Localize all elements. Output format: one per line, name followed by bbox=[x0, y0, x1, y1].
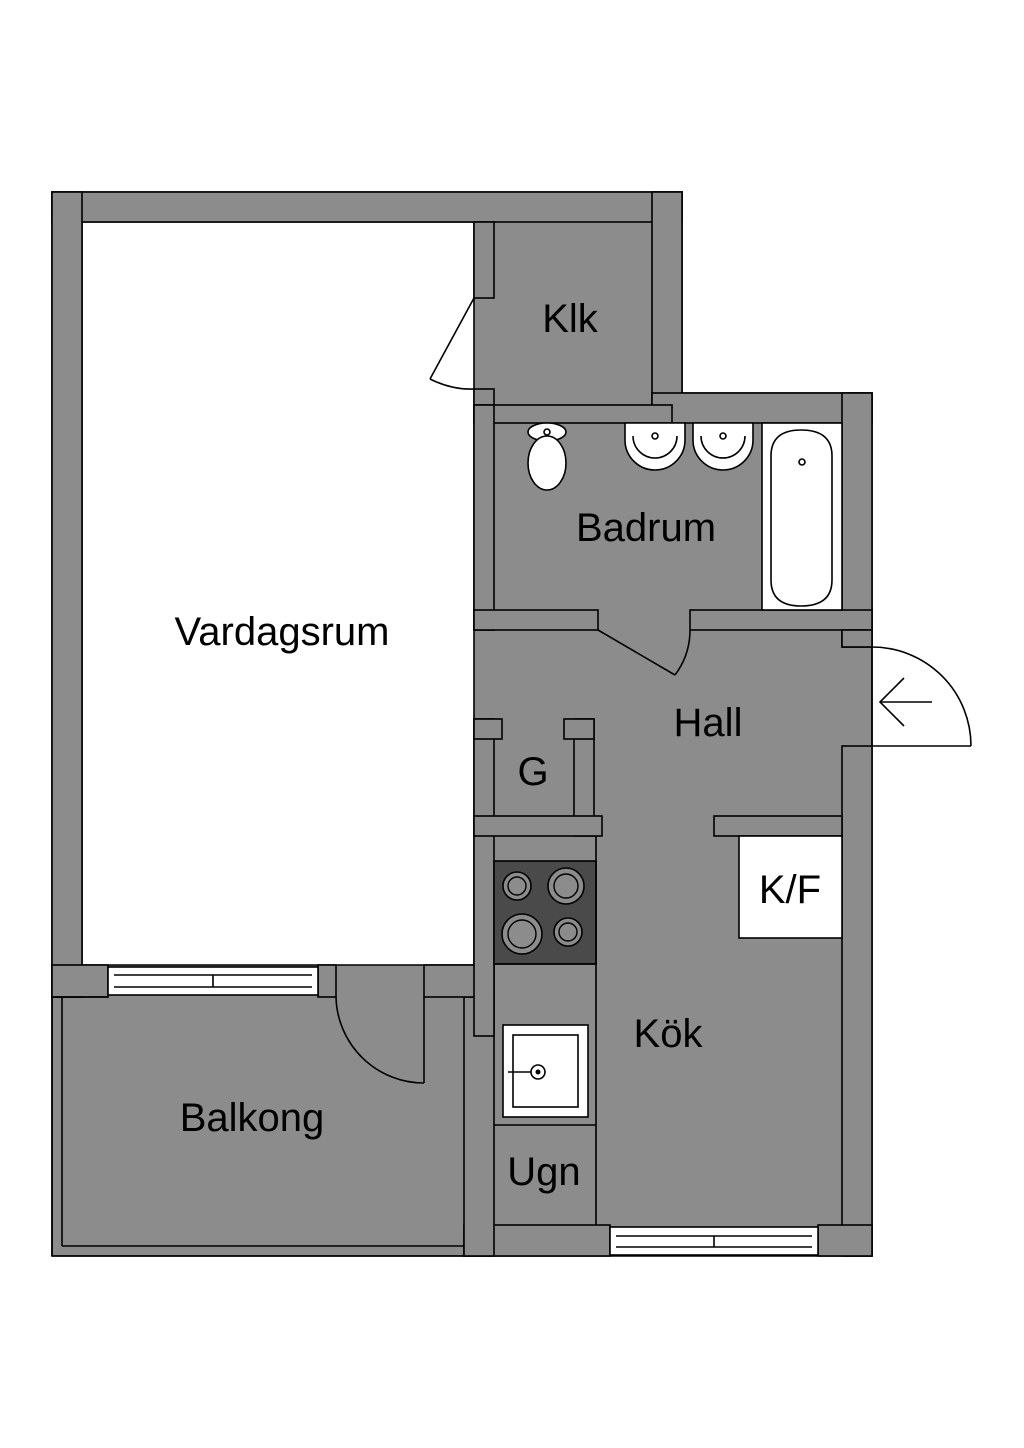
bathroom-door bbox=[597, 629, 691, 676]
wall-g-right-cap bbox=[563, 718, 595, 740]
washbasin-icon bbox=[624, 422, 686, 471]
sink-icon bbox=[502, 1024, 589, 1118]
room-label-ugn: Ugn bbox=[507, 1150, 580, 1194]
wall-top-left bbox=[51, 191, 683, 223]
room-label-g: G bbox=[517, 750, 548, 794]
room-label-badrum: Badrum bbox=[576, 506, 716, 550]
wall-klk-left-top bbox=[473, 221, 495, 299]
wall-kitchen-left bbox=[463, 996, 495, 1257]
room-label-vardagsrum: Vardagsrum bbox=[175, 610, 390, 654]
wall-left bbox=[51, 191, 83, 998]
wall-bottom-kitchen-right bbox=[817, 1224, 873, 1257]
wall-bath-left bbox=[473, 404, 495, 631]
wall-g-bottom bbox=[473, 815, 603, 837]
wall-right-lower bbox=[841, 745, 873, 1257]
wall-bath-bottom-right bbox=[689, 609, 873, 631]
room-label-kf: K/F bbox=[759, 868, 821, 912]
wall-living-bottom-left bbox=[51, 964, 109, 998]
wall-klk-bottom bbox=[473, 404, 673, 424]
fridge-freezer bbox=[738, 835, 843, 939]
wall-klk-right bbox=[651, 191, 683, 424]
room-label-kok: Kök bbox=[634, 1012, 704, 1056]
wall-bath-top bbox=[651, 392, 873, 424]
wall-g-left bbox=[473, 718, 495, 1037]
wall-entry-top bbox=[841, 629, 873, 648]
arrow-left-icon bbox=[878, 677, 932, 727]
window-kitchen bbox=[609, 1226, 819, 1256]
stove-icon bbox=[493, 860, 597, 965]
balcony bbox=[51, 996, 464, 1257]
wall-right-upper bbox=[841, 392, 873, 648]
washbasin-icon bbox=[692, 422, 754, 471]
wall-g-left-cap bbox=[473, 718, 503, 740]
wall-kf-top bbox=[713, 815, 843, 837]
balcony-door bbox=[335, 996, 425, 1084]
window-living bbox=[107, 966, 319, 996]
wall-bath-bottom-left bbox=[473, 609, 599, 631]
toilet-icon bbox=[527, 422, 567, 491]
klk-door bbox=[429, 297, 475, 390]
entrance-door bbox=[871, 646, 972, 747]
room-label-klk: Klk bbox=[542, 297, 599, 341]
outer-wall bbox=[51, 191, 873, 1257]
room-label-hall: Hall bbox=[674, 701, 743, 745]
wall-living-bottom-mid bbox=[317, 964, 337, 998]
bathtub-icon bbox=[761, 422, 843, 611]
room-label-balkong: Balkong bbox=[180, 1096, 325, 1140]
